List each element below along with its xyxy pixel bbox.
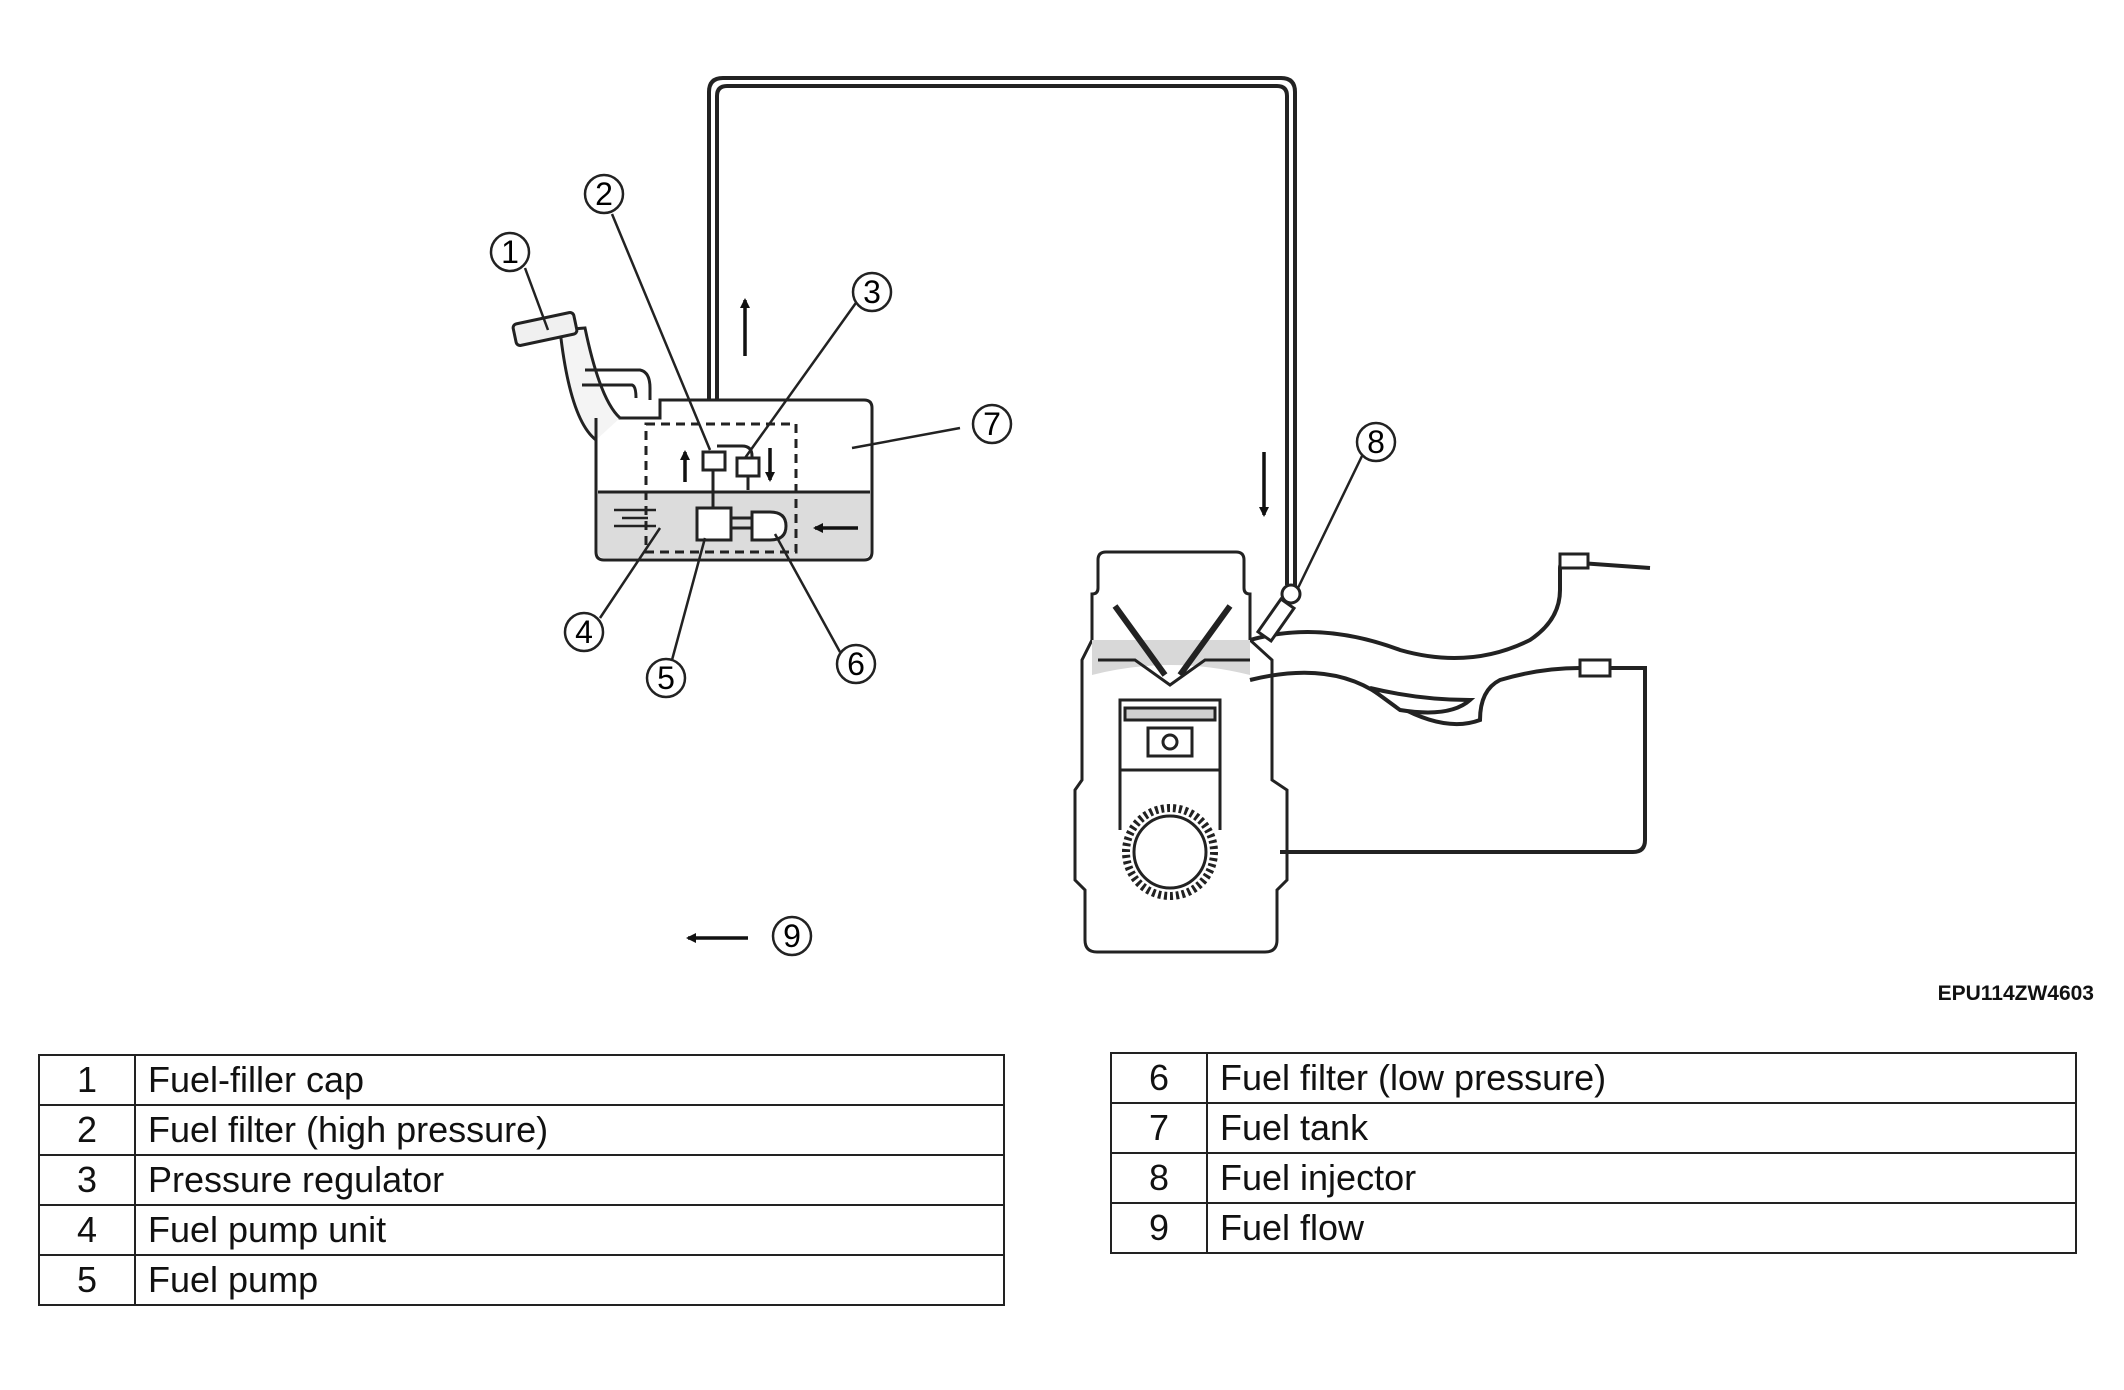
callout-9: 9: [771, 915, 813, 957]
fuel-level-marks: [614, 508, 656, 528]
svg-text:4: 4: [575, 614, 593, 650]
legend-label: Pressure regulator: [134, 1154, 1005, 1206]
fuel-filter-low-pressure: [750, 510, 788, 542]
legend-number: 3: [38, 1154, 136, 1206]
legend-number: 1: [38, 1054, 136, 1106]
legend-number: 9: [1110, 1202, 1208, 1254]
figure-code: EPU114ZW4603: [1937, 982, 2094, 1005]
pressure-regulator: [717, 444, 761, 490]
legend-number: 6: [1110, 1052, 1208, 1104]
svg-text:9: 9: [783, 918, 801, 954]
fuel-pump: [695, 470, 752, 542]
callout-7: 7: [971, 403, 1013, 445]
fuel-pump-unit: [644, 422, 798, 554]
svg-text:3: 3: [863, 274, 881, 310]
legend-label: Fuel pump unit: [134, 1204, 1005, 1256]
engine: [1073, 550, 1289, 954]
callout-5: 5: [645, 657, 687, 699]
fuel-supply-line: [707, 76, 1297, 590]
leader-lines: [523, 213, 1364, 661]
svg-text:7: 7: [983, 406, 1001, 442]
legend-label: Fuel injector: [1206, 1152, 2077, 1204]
svg-text:8: 8: [1367, 424, 1385, 460]
legend-label: Fuel tank: [1206, 1102, 2077, 1154]
legend-number: 4: [38, 1204, 136, 1256]
callout-8: 8: [1355, 421, 1397, 463]
legend-label: Fuel filter (high pressure): [134, 1104, 1005, 1156]
legend-label: Fuel pump: [134, 1254, 1005, 1306]
legend-label: Fuel-filler cap: [134, 1054, 1005, 1106]
legend-label: Fuel filter (low pressure): [1206, 1052, 2077, 1104]
fuel-tank: [558, 326, 874, 562]
callout-6: 6: [835, 643, 877, 685]
callout-4: 4: [563, 611, 605, 653]
inline-sensor: [1578, 658, 1612, 678]
fuel-injector: [1255, 583, 1302, 644]
callout-1: 1: [489, 231, 531, 273]
svg-text:6: 6: [847, 646, 865, 682]
callout-3: 3: [851, 271, 893, 313]
legend-number: 8: [1110, 1152, 1208, 1204]
intake-cap: [1558, 552, 1590, 570]
legend-number: 2: [38, 1104, 136, 1156]
legend-number: 5: [38, 1254, 136, 1306]
svg-text:2: 2: [595, 176, 613, 212]
intake-manifold: [1249, 559, 1651, 854]
svg-text:5: 5: [657, 660, 675, 696]
callouts: 1 2 3 4 5 6 7 8 9: [489, 173, 1397, 957]
svg-text:1: 1: [501, 234, 519, 270]
fuel-system-diagram: 1 2 3 4 5 6 7 8 9: [489, 76, 1651, 957]
flow-arrows: [680, 298, 1269, 943]
callout-2: 2: [583, 173, 625, 215]
legend-label: Fuel flow: [1206, 1202, 2077, 1254]
fuel-filter-high-pressure: [701, 450, 727, 472]
legend-number: 7: [1110, 1102, 1208, 1154]
